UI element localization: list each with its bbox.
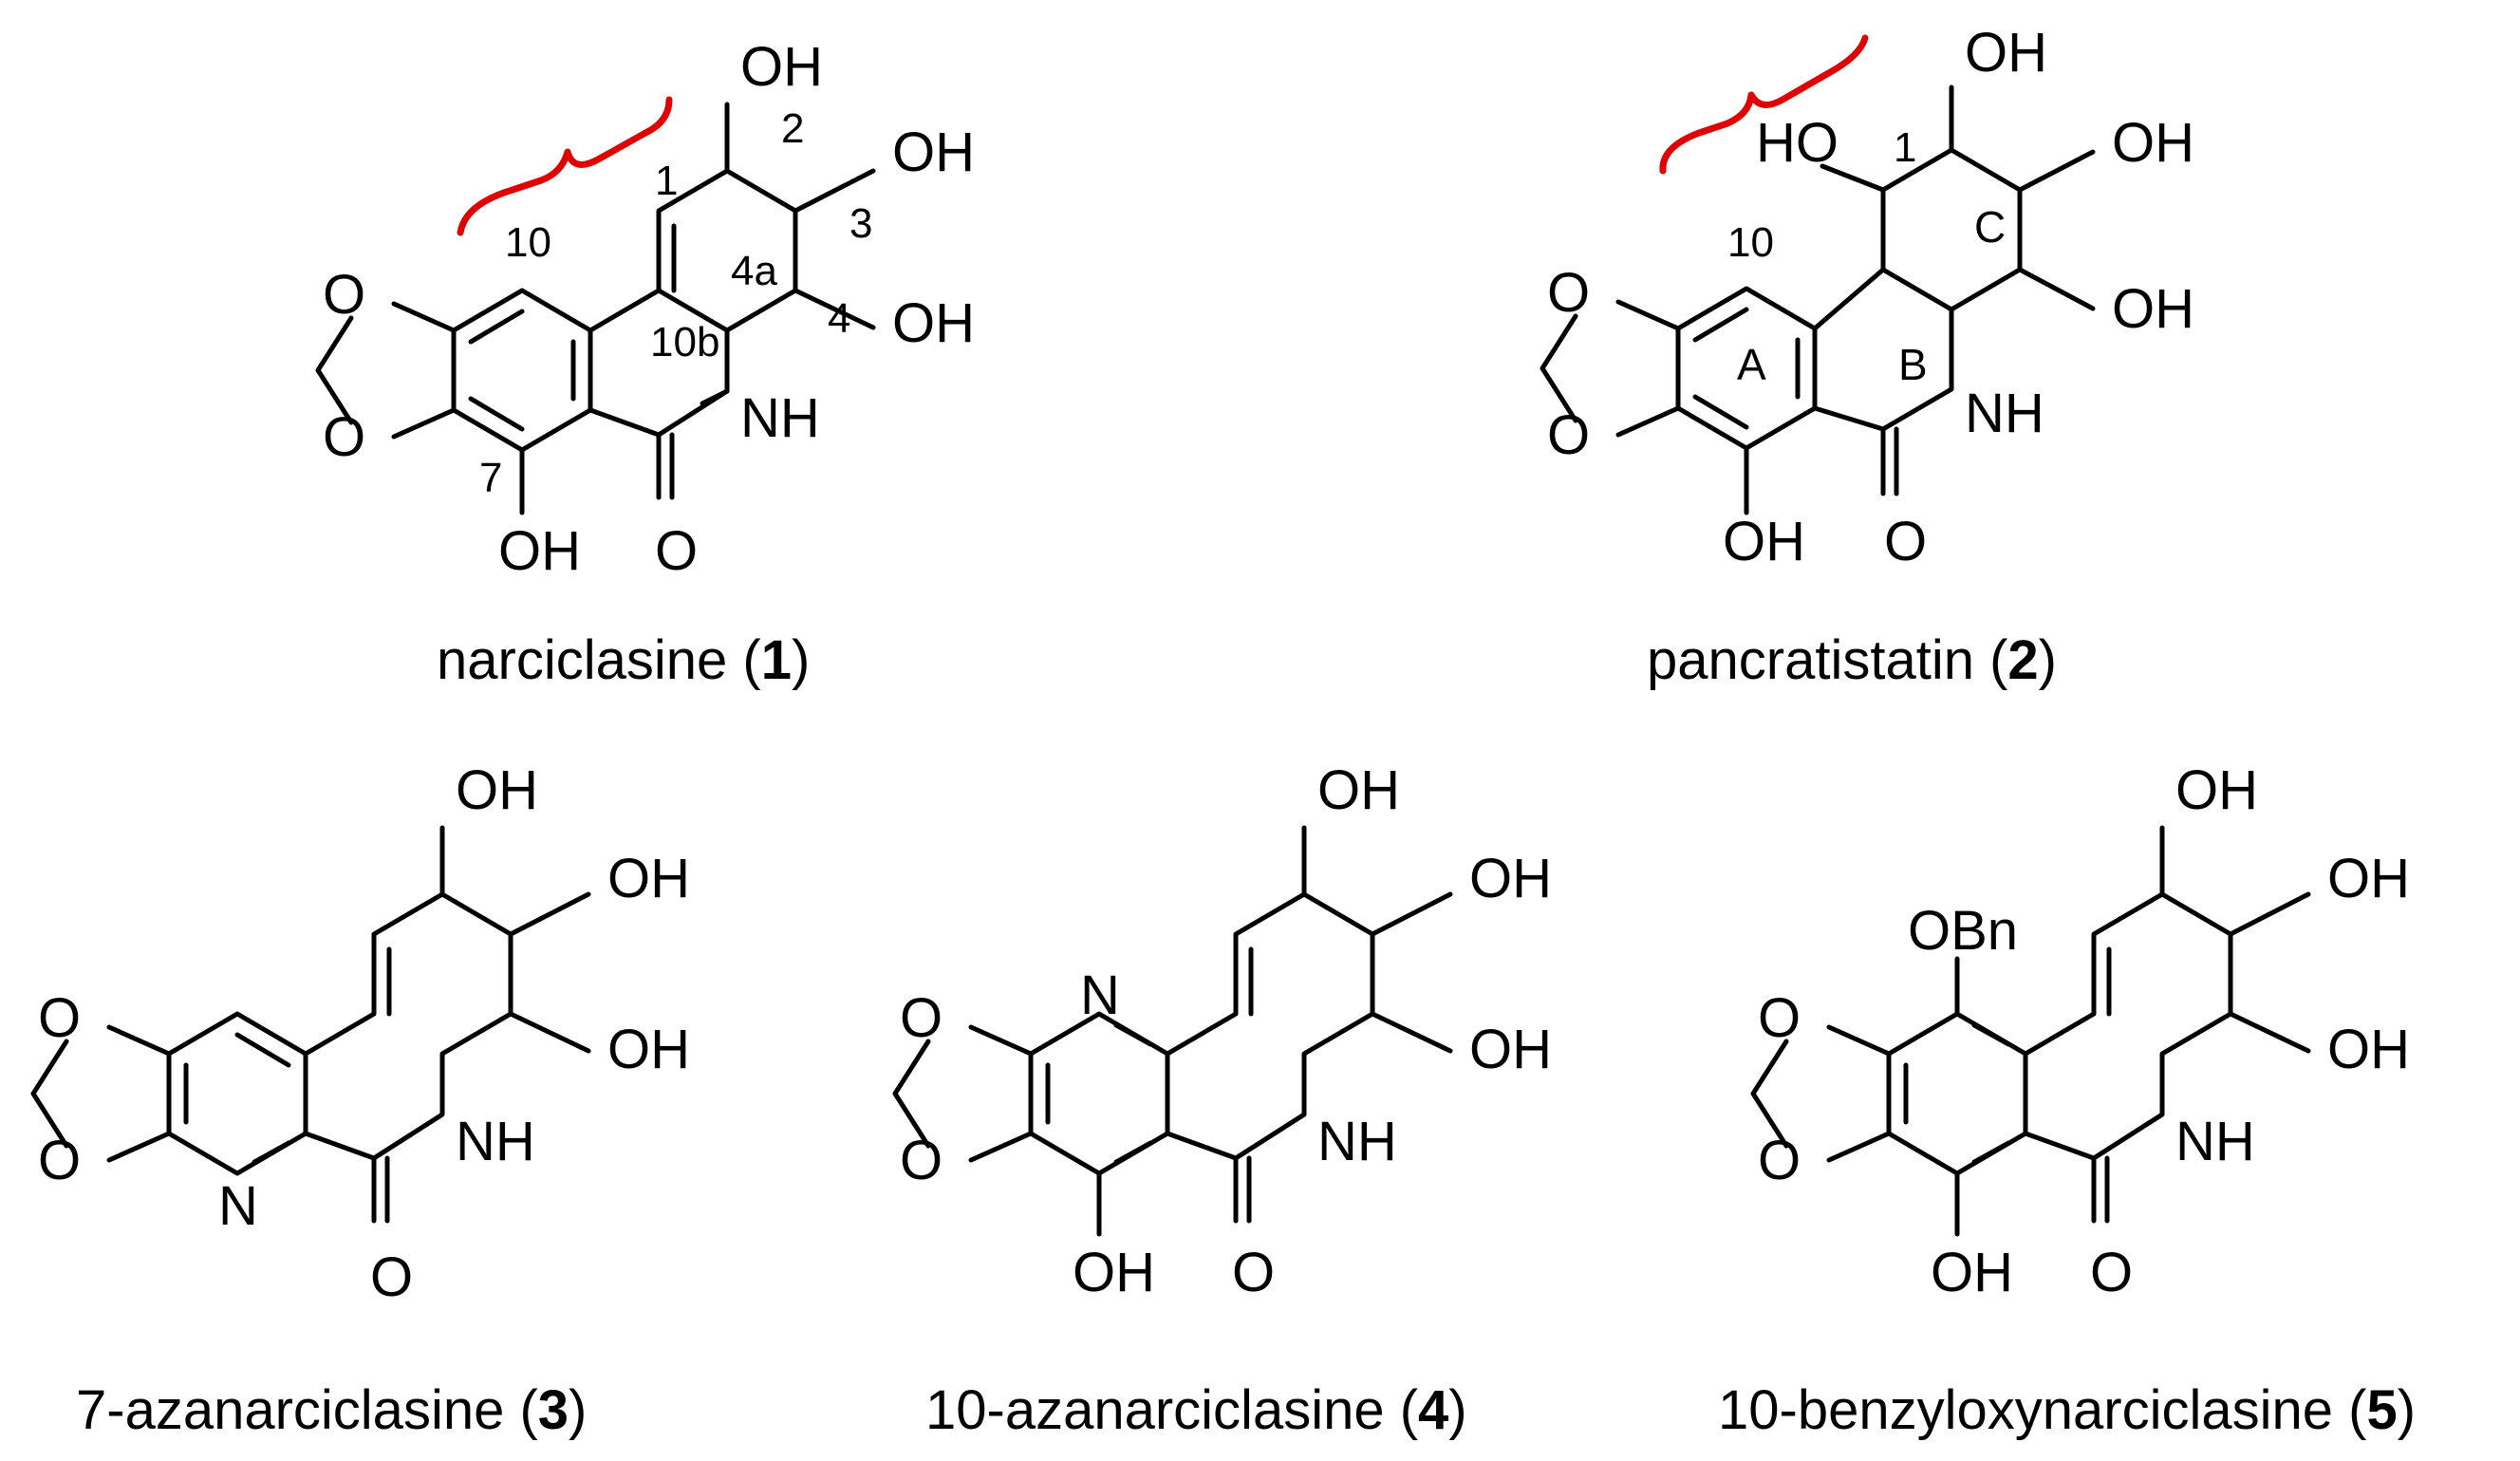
- atom-oh-low-4: OH: [1469, 1019, 1552, 1080]
- atom-oh-4: OH: [892, 292, 975, 354]
- atom-o-top-4: O: [900, 987, 943, 1049]
- atom-n-3: N: [218, 1175, 258, 1237]
- atom-oh-low-5: OH: [2327, 1019, 2410, 1080]
- atom-o-bottom-2: O: [1547, 404, 1590, 466]
- atom-oh-mid-3: OH: [607, 848, 690, 909]
- atom-oh-top-4: OH: [1317, 759, 1400, 821]
- compound-5-structure: O O OBn OH OH OH NH OH O: [1750, 759, 2410, 1303]
- atom-o-top-3: O: [38, 987, 81, 1049]
- pos-3: 3: [849, 200, 872, 247]
- atom-oh-lowright-2: OH: [2112, 278, 2194, 340]
- pos-4: 4: [828, 295, 850, 342]
- highlight-brace-2: [1659, 34, 1869, 175]
- atom-o-carbonyl-2: O: [1884, 511, 1927, 572]
- compound-5-name: 10-benzyloxynarciclasine (5): [1718, 1379, 2416, 1441]
- pos-10-2: 10: [1727, 219, 1774, 266]
- atom-o-top-2: O: [1547, 262, 1590, 324]
- atom-oh-bottom-5: OH: [1931, 1242, 2013, 1303]
- atom-oh-mid-4: OH: [1469, 848, 1552, 909]
- atom-oh-bottom-2: OH: [1723, 511, 1805, 572]
- atom-oh-right-2: OH: [2112, 112, 2194, 174]
- atom-nh-5: NH: [2175, 1111, 2255, 1172]
- atom-o-bottom-3: O: [38, 1130, 81, 1191]
- atom-oh-mid-5: OH: [2327, 848, 2410, 909]
- compound-4-name: 10-azanarciclasine (4): [925, 1379, 1467, 1441]
- atom-o-bottom-5: O: [1758, 1130, 1801, 1191]
- atom-o-top-5: O: [1758, 987, 1801, 1049]
- atom-o-carbonyl-5: O: [2090, 1242, 2133, 1303]
- atom-oh-low-3: OH: [607, 1019, 690, 1080]
- compound-3-structure: O O N OH OH OH NH O: [30, 759, 690, 1308]
- ring-label-b: B: [1898, 340, 1928, 389]
- pos-7: 7: [479, 455, 502, 501]
- atom-oh-top-2: OH: [1965, 22, 2047, 84]
- compound-4-structure: O O N OH OH OH NH OH O: [892, 759, 1552, 1303]
- pos-1-2: 1: [1894, 124, 1916, 171]
- atom-n-4: N: [1080, 965, 1120, 1026]
- compound-2-name: pancratistatin (2): [1647, 629, 2057, 691]
- compound-1-name: narciclasine (1): [437, 629, 810, 691]
- atom-ho-2: HO: [1756, 112, 1839, 174]
- pos-10b: 10b: [650, 319, 719, 365]
- atom-nh: NH: [740, 387, 820, 449]
- atom-oh-3: OH: [892, 122, 975, 183]
- atom-oh-top-3: OH: [456, 759, 538, 821]
- compound-1-structure: O O OH OH OH NH OH O 1 2 3 4 4a 7 10 10b: [315, 36, 975, 582]
- atom-oh-bottom-4: OH: [1073, 1242, 1155, 1303]
- ring-label-c: C: [1974, 202, 2006, 252]
- atom-o-top: O: [323, 264, 365, 326]
- atom-o-bottom: O: [323, 406, 365, 468]
- compound-2-structure: O O OH OH OH HO NH OH O 1 10 A B C: [1540, 22, 2194, 572]
- atom-o-carbonyl: O: [655, 520, 698, 582]
- atom-oh-top-5: OH: [2175, 759, 2258, 821]
- compound-3-name: 7-azanarciclasine (3): [76, 1379, 587, 1441]
- atom-oh-7: OH: [498, 520, 581, 582]
- pos-1: 1: [655, 158, 678, 204]
- ring-label-a: A: [1737, 340, 1766, 389]
- atom-o-bottom-4: O: [900, 1130, 943, 1191]
- atom-nh-3: NH: [456, 1111, 535, 1172]
- highlight-brace-1: [457, 96, 673, 236]
- atom-o-carbonyl-3: O: [370, 1246, 413, 1308]
- pos-2: 2: [781, 105, 804, 152]
- atom-o-carbonyl-4: O: [1232, 1242, 1275, 1303]
- atom-oh-2: OH: [740, 36, 823, 98]
- pos-10: 10: [505, 219, 551, 266]
- atom-nh-2: NH: [1965, 383, 2044, 444]
- atom-nh-4: NH: [1317, 1111, 1397, 1172]
- pos-4a: 4a: [731, 248, 777, 294]
- atom-obn-5: OBn: [1908, 900, 2018, 962]
